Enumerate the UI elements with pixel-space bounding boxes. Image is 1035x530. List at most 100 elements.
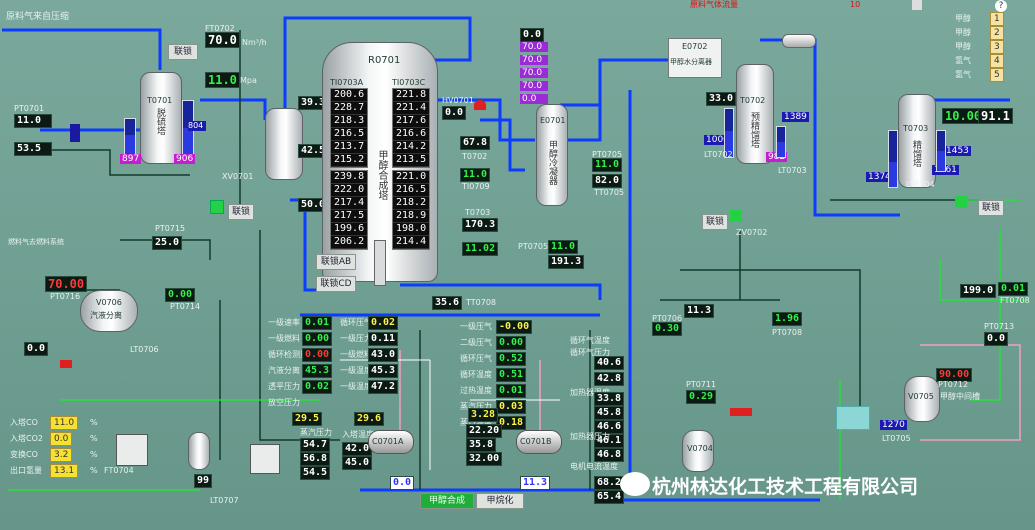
- inlet-value-2[interactable]: 45.0: [342, 456, 373, 470]
- watermark-text: 杭州林达化工技术工程有限公司: [652, 476, 919, 498]
- inlet-value-1[interactable]: 42.0: [342, 442, 373, 456]
- t0703-column[interactable]: [898, 94, 936, 188]
- value-11-3[interactable]: 11.3: [684, 304, 715, 318]
- v0706-vessel[interactable]: [80, 290, 138, 332]
- help-icon[interactable]: ?: [995, 0, 1007, 12]
- value-1-96[interactable]: 1.96: [772, 312, 803, 326]
- value-53[interactable]: 53.5: [14, 142, 52, 156]
- v0704-vessel[interactable]: [682, 430, 714, 472]
- interlock-ab-button[interactable]: 联锁AB: [316, 254, 356, 270]
- e0701-condenser[interactable]: [536, 104, 568, 206]
- current-a[interactable]: 0.0: [390, 476, 415, 490]
- pt-value-25[interactable]: 25.0: [152, 236, 183, 250]
- t0702-level-right: [776, 126, 786, 158]
- value-29-6[interactable]: 29.6: [354, 412, 385, 426]
- t0701-right-value[interactable]: 906: [174, 154, 196, 164]
- t0702-value-1389[interactable]: 1389: [782, 112, 809, 122]
- value-22[interactable]: 22.20: [466, 424, 503, 438]
- t0701-left-value[interactable]: 897: [120, 154, 142, 164]
- control-valve-icon[interactable]: [474, 100, 486, 110]
- wechat-icon: [620, 472, 650, 496]
- heat-exchanger-box[interactable]: [250, 444, 280, 474]
- legend-value: 2: [990, 26, 1004, 40]
- green-valve-icon[interactable]: [955, 196, 967, 208]
- horizontal-tank[interactable]: [782, 34, 816, 48]
- e-value-11[interactable]: 11.0: [548, 240, 579, 254]
- value-35-8[interactable]: 35.8: [466, 438, 497, 452]
- zv0702-valve-icon[interactable]: [730, 210, 742, 222]
- pt0712-value[interactable]: 90.00: [936, 368, 973, 382]
- value-3-28[interactable]: 3.28: [468, 408, 499, 422]
- pressure-42[interactable]: 42.5: [298, 144, 329, 158]
- small-tank[interactable]: [188, 432, 210, 470]
- interlock-button-1[interactable]: 联锁: [168, 44, 198, 60]
- top-red-label: 原料气体流量: [690, 0, 738, 9]
- hv0701-value[interactable]: 0.0: [442, 106, 467, 120]
- t0701-vessel[interactable]: [140, 72, 182, 164]
- pv-11[interactable]: 11.0: [592, 158, 623, 172]
- value-170[interactable]: 170.3: [462, 218, 499, 232]
- valve-icon[interactable]: [70, 124, 80, 142]
- methanol-synthesis-button[interactable]: 甲醇合成: [420, 493, 474, 509]
- t0703-value-10[interactable]: 10.00: [942, 108, 985, 124]
- t0703-left-value[interactable]: 1374: [866, 172, 893, 182]
- pt0716-value[interactable]: 70.00: [45, 276, 88, 292]
- top-box-value[interactable]: 0.0: [520, 28, 545, 42]
- t0701-top-value[interactable]: 804: [188, 121, 206, 131]
- t0703-value-91[interactable]: 91.1: [978, 108, 1013, 124]
- interlock-button-4[interactable]: 联锁: [978, 200, 1004, 216]
- c0701b-compressor[interactable]: [516, 430, 562, 454]
- v0705-vessel[interactable]: [904, 376, 940, 422]
- interlock-button-2[interactable]: 联锁: [228, 204, 254, 220]
- xv0701-valve-icon[interactable]: [210, 200, 224, 214]
- r0701-name: 甲醇合成塔: [376, 150, 387, 200]
- lt0705-value[interactable]: 1270: [880, 420, 907, 430]
- steam-value-1[interactable]: 54.7: [300, 438, 331, 452]
- temp-35-6[interactable]: 35.6: [432, 296, 463, 310]
- methanation-button[interactable]: 甲烷化: [476, 493, 524, 509]
- filter-vessel[interactable]: [265, 108, 303, 180]
- steam-value-2[interactable]: 56.8: [300, 452, 331, 466]
- analyzer-box[interactable]: [116, 434, 148, 466]
- e0702-separator[interactable]: [668, 38, 722, 78]
- value-32[interactable]: 32.00: [466, 452, 503, 466]
- current-b[interactable]: 11.3: [520, 476, 551, 490]
- ti0709-value[interactable]: 67.8: [460, 136, 491, 150]
- title-label: 原料气来自压缩: [6, 12, 70, 22]
- window-icon[interactable]: [912, 0, 922, 10]
- pv-001[interactable]: 0.01: [998, 282, 1029, 296]
- reactor-outlet: [374, 240, 386, 286]
- value-99[interactable]: 99: [194, 474, 213, 488]
- ft0702-value[interactable]: 70.0: [205, 32, 240, 48]
- c0701a-compressor[interactable]: [368, 430, 414, 454]
- red-valve-icon-2[interactable]: [730, 408, 752, 416]
- value-0-30[interactable]: 0.30: [652, 322, 683, 336]
- interlock-cd-button[interactable]: 联锁CD: [316, 276, 356, 292]
- value-29-5[interactable]: 29.5: [292, 412, 323, 426]
- pt0714-value[interactable]: 0.00: [165, 288, 196, 302]
- steam-value-3[interactable]: 54.5: [300, 466, 331, 480]
- red-valve-icon[interactable]: [60, 360, 72, 368]
- level-value[interactable]: 0.0: [24, 342, 49, 356]
- t0702-column[interactable]: [736, 64, 774, 164]
- e-value-191[interactable]: 191.3: [548, 255, 585, 269]
- ft0703-value[interactable]: 11.0: [205, 72, 240, 88]
- t0702-level-left: [724, 108, 734, 158]
- t0703-right-value-2[interactable]: 1453: [944, 146, 971, 156]
- pv-82[interactable]: 82.0: [592, 174, 623, 188]
- value-11[interactable]: 11.0: [460, 168, 491, 182]
- pt0701-value[interactable]: 11.0: [14, 114, 52, 128]
- pt0711-value[interactable]: 0.29: [686, 390, 717, 404]
- pt0713-value[interactable]: 0.0: [984, 332, 1009, 346]
- pv-199[interactable]: 199.0: [960, 284, 997, 298]
- t0702-value-33[interactable]: 33.0: [706, 92, 737, 106]
- interlock-button-3[interactable]: 联锁: [702, 214, 728, 230]
- value-11-02[interactable]: 11.02: [462, 242, 499, 256]
- t0702-value-1006[interactable]: 1006: [704, 135, 731, 145]
- t0703-level-left: [888, 130, 898, 188]
